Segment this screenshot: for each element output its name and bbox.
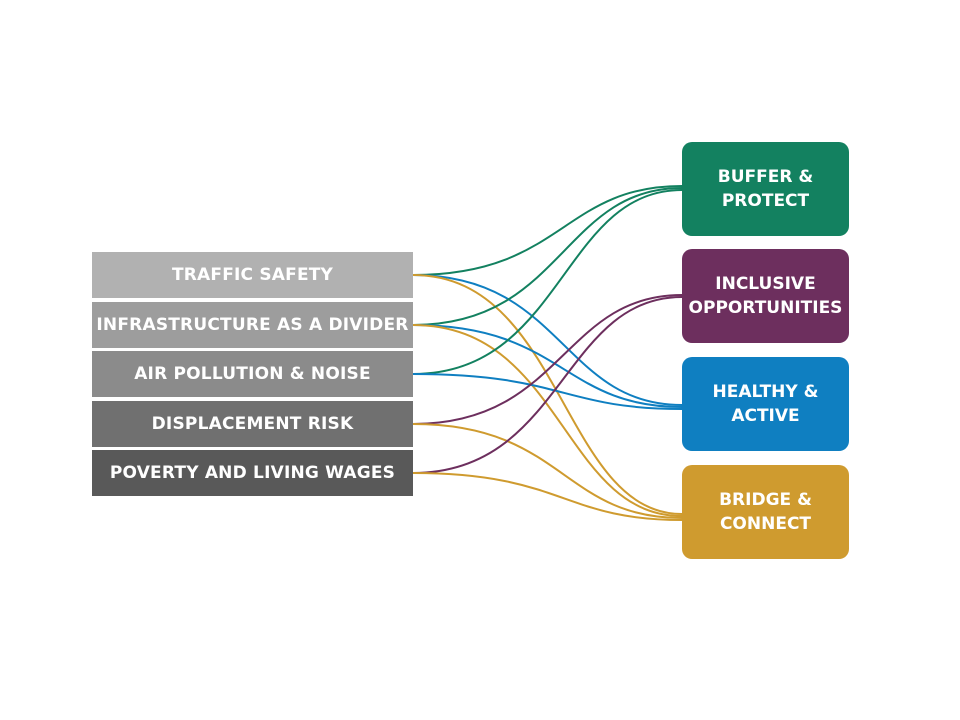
issue-displacement-risk: DISPLACEMENT RISK (92, 401, 413, 447)
strategy-inclusive-opportunities: INCLUSIVE OPPORTUNITIES (682, 249, 849, 343)
connector-infrastructure-to-bridge (412, 324, 683, 517)
connector-poverty-to-inclusive (412, 296, 683, 474)
connector-air-pollution-to-buffer (412, 189, 683, 375)
strategy-bridge-connect: BRIDGE & CONNECT (682, 465, 849, 559)
connector-displacement-to-bridge (412, 423, 683, 519)
connector-infrastructure-to-healthy (412, 324, 683, 408)
connector-traffic-safety-to-bridge (412, 274, 683, 515)
connector-traffic-safety-to-buffer (412, 185, 683, 276)
connector-air-pollution-to-healthy (412, 373, 683, 410)
issue-infrastructure-divider: INFRASTRUCTURE AS A DIVIDER (92, 302, 413, 348)
issue-air-pollution-noise: AIR POLLUTION & NOISE (92, 351, 413, 397)
connector-infrastructure-to-buffer (412, 187, 683, 326)
issue-traffic-safety: TRAFFIC SAFETY (92, 252, 413, 298)
issue-poverty-living-wages: POVERTY AND LIVING WAGES (92, 450, 413, 496)
strategy-healthy-active: HEALTHY & ACTIVE (682, 357, 849, 451)
strategy-buffer-protect: BUFFER & PROTECT (682, 142, 849, 236)
connector-displacement-to-inclusive (412, 294, 683, 425)
connector-poverty-to-bridge (412, 472, 683, 521)
connector-traffic-safety-to-healthy (412, 274, 683, 406)
